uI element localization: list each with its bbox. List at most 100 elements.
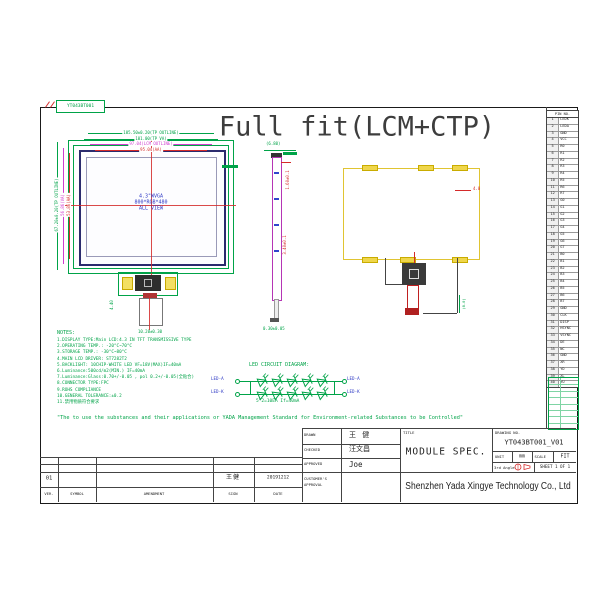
tb-line [302,428,303,502]
note-line: 9.ROHS COMPLIANCE [57,387,101,393]
title-label: TITLE [403,430,415,435]
note-line: 7.Luminance:Glass:0.70+/-0.05 , pol 0.2+… [57,375,195,381]
tb-line [302,443,400,445]
rev-line [96,457,97,502]
note-line: 8.CONNECTOR TYPE:FPC [57,381,109,387]
terminal-circle [342,379,347,384]
fpc-pad-right [165,277,176,290]
rev-line [40,472,302,473]
fpc-edge [385,258,386,284]
connector-window [409,269,419,279]
third-angle-label: 3rd Angle [494,464,515,470]
doc-number-label: YT043BT001 [56,100,105,113]
dim-line [281,162,291,163]
mini-table-line [549,397,578,399]
note-line: 3.STORAGE TEMP.: -30°C~80°C [57,350,127,356]
led-diode-icon [301,373,314,388]
rev-line [40,457,302,458]
centerline-horizontal [64,205,236,206]
tb-line [553,450,554,462]
customer-approval-label2: APPROVAL [304,481,323,487]
module-spec-title: MODULE SPEC. [405,446,487,458]
mounting-tab [362,256,378,263]
led-wire [334,380,335,395]
tb-line [492,428,493,472]
note-line: 10.GENERAL TOLERANCE:±0.2 [57,393,122,399]
rev-version: 01 [45,475,53,482]
fpc-dim-side: 4.40 [109,300,114,310]
back-dim-fpc: (8.0) [461,298,467,310]
led-diagram-title: LED CIRCUIT DIAGRAM: [249,362,310,368]
dim-label-tp-outline: 105.50±0.20(TP OUTLINE) [122,130,180,135]
rev-line [254,457,255,502]
note-line: 6.Luminance:500cd/m2(MIN.) IF=40mA [57,369,145,375]
approved-value: Joe [349,459,363,469]
side-dim-top: (6.80) [266,141,281,146]
rev-line [40,464,302,465]
scale-label: SCALE [534,453,546,459]
led-wire [250,380,251,395]
fpc-centerline [149,296,150,330]
tb-line [400,428,401,502]
drawing-no-label: DRAWING NO. [495,430,521,435]
rev-header-amendment: AMENDMENT [143,491,165,497]
drawn-value: 王 健 [349,430,371,439]
centerline-vertical [151,137,152,275]
section-mark [283,152,297,155]
rev-header-symbol: SYMBOL [70,491,84,497]
mini-table-line [549,410,578,411]
panel-spec-label-line2: 800*RGB*480 [134,199,168,206]
fpc-connector [135,275,161,291]
mini-table-line [549,422,578,424]
mounting-tab [452,256,468,263]
terminal-circle [235,379,240,384]
note-line: 5.BACKLIGHT: 10CHIP-WHITE LED VF=18V(MAX… [57,362,182,368]
fpc-pad-left [122,277,133,290]
led-diode-icon [271,386,284,401]
mounting-tab [452,164,468,171]
rev-line [40,487,302,488]
mounting-tab [400,256,416,263]
notes-header: NOTES: [57,330,76,336]
back-connector [402,263,426,285]
pin-table-header: PIN NO. [547,111,578,118]
led-terminal-label: LED-A [211,376,224,381]
customer-approval-label: CUSTOMER'S [304,476,327,481]
mini-table-line [549,416,578,418]
side-dim-bottom: 0.30±0.05 [263,326,285,331]
led-diode-icon [316,373,329,388]
rev-header-date: DATE [273,491,283,497]
dim-line [414,252,415,264]
fpc-edge [385,284,403,285]
note-line: 11.禁用物质符合要求 [57,400,100,406]
mini-table-divider [560,378,561,429]
fpc-stiffener [143,293,157,298]
